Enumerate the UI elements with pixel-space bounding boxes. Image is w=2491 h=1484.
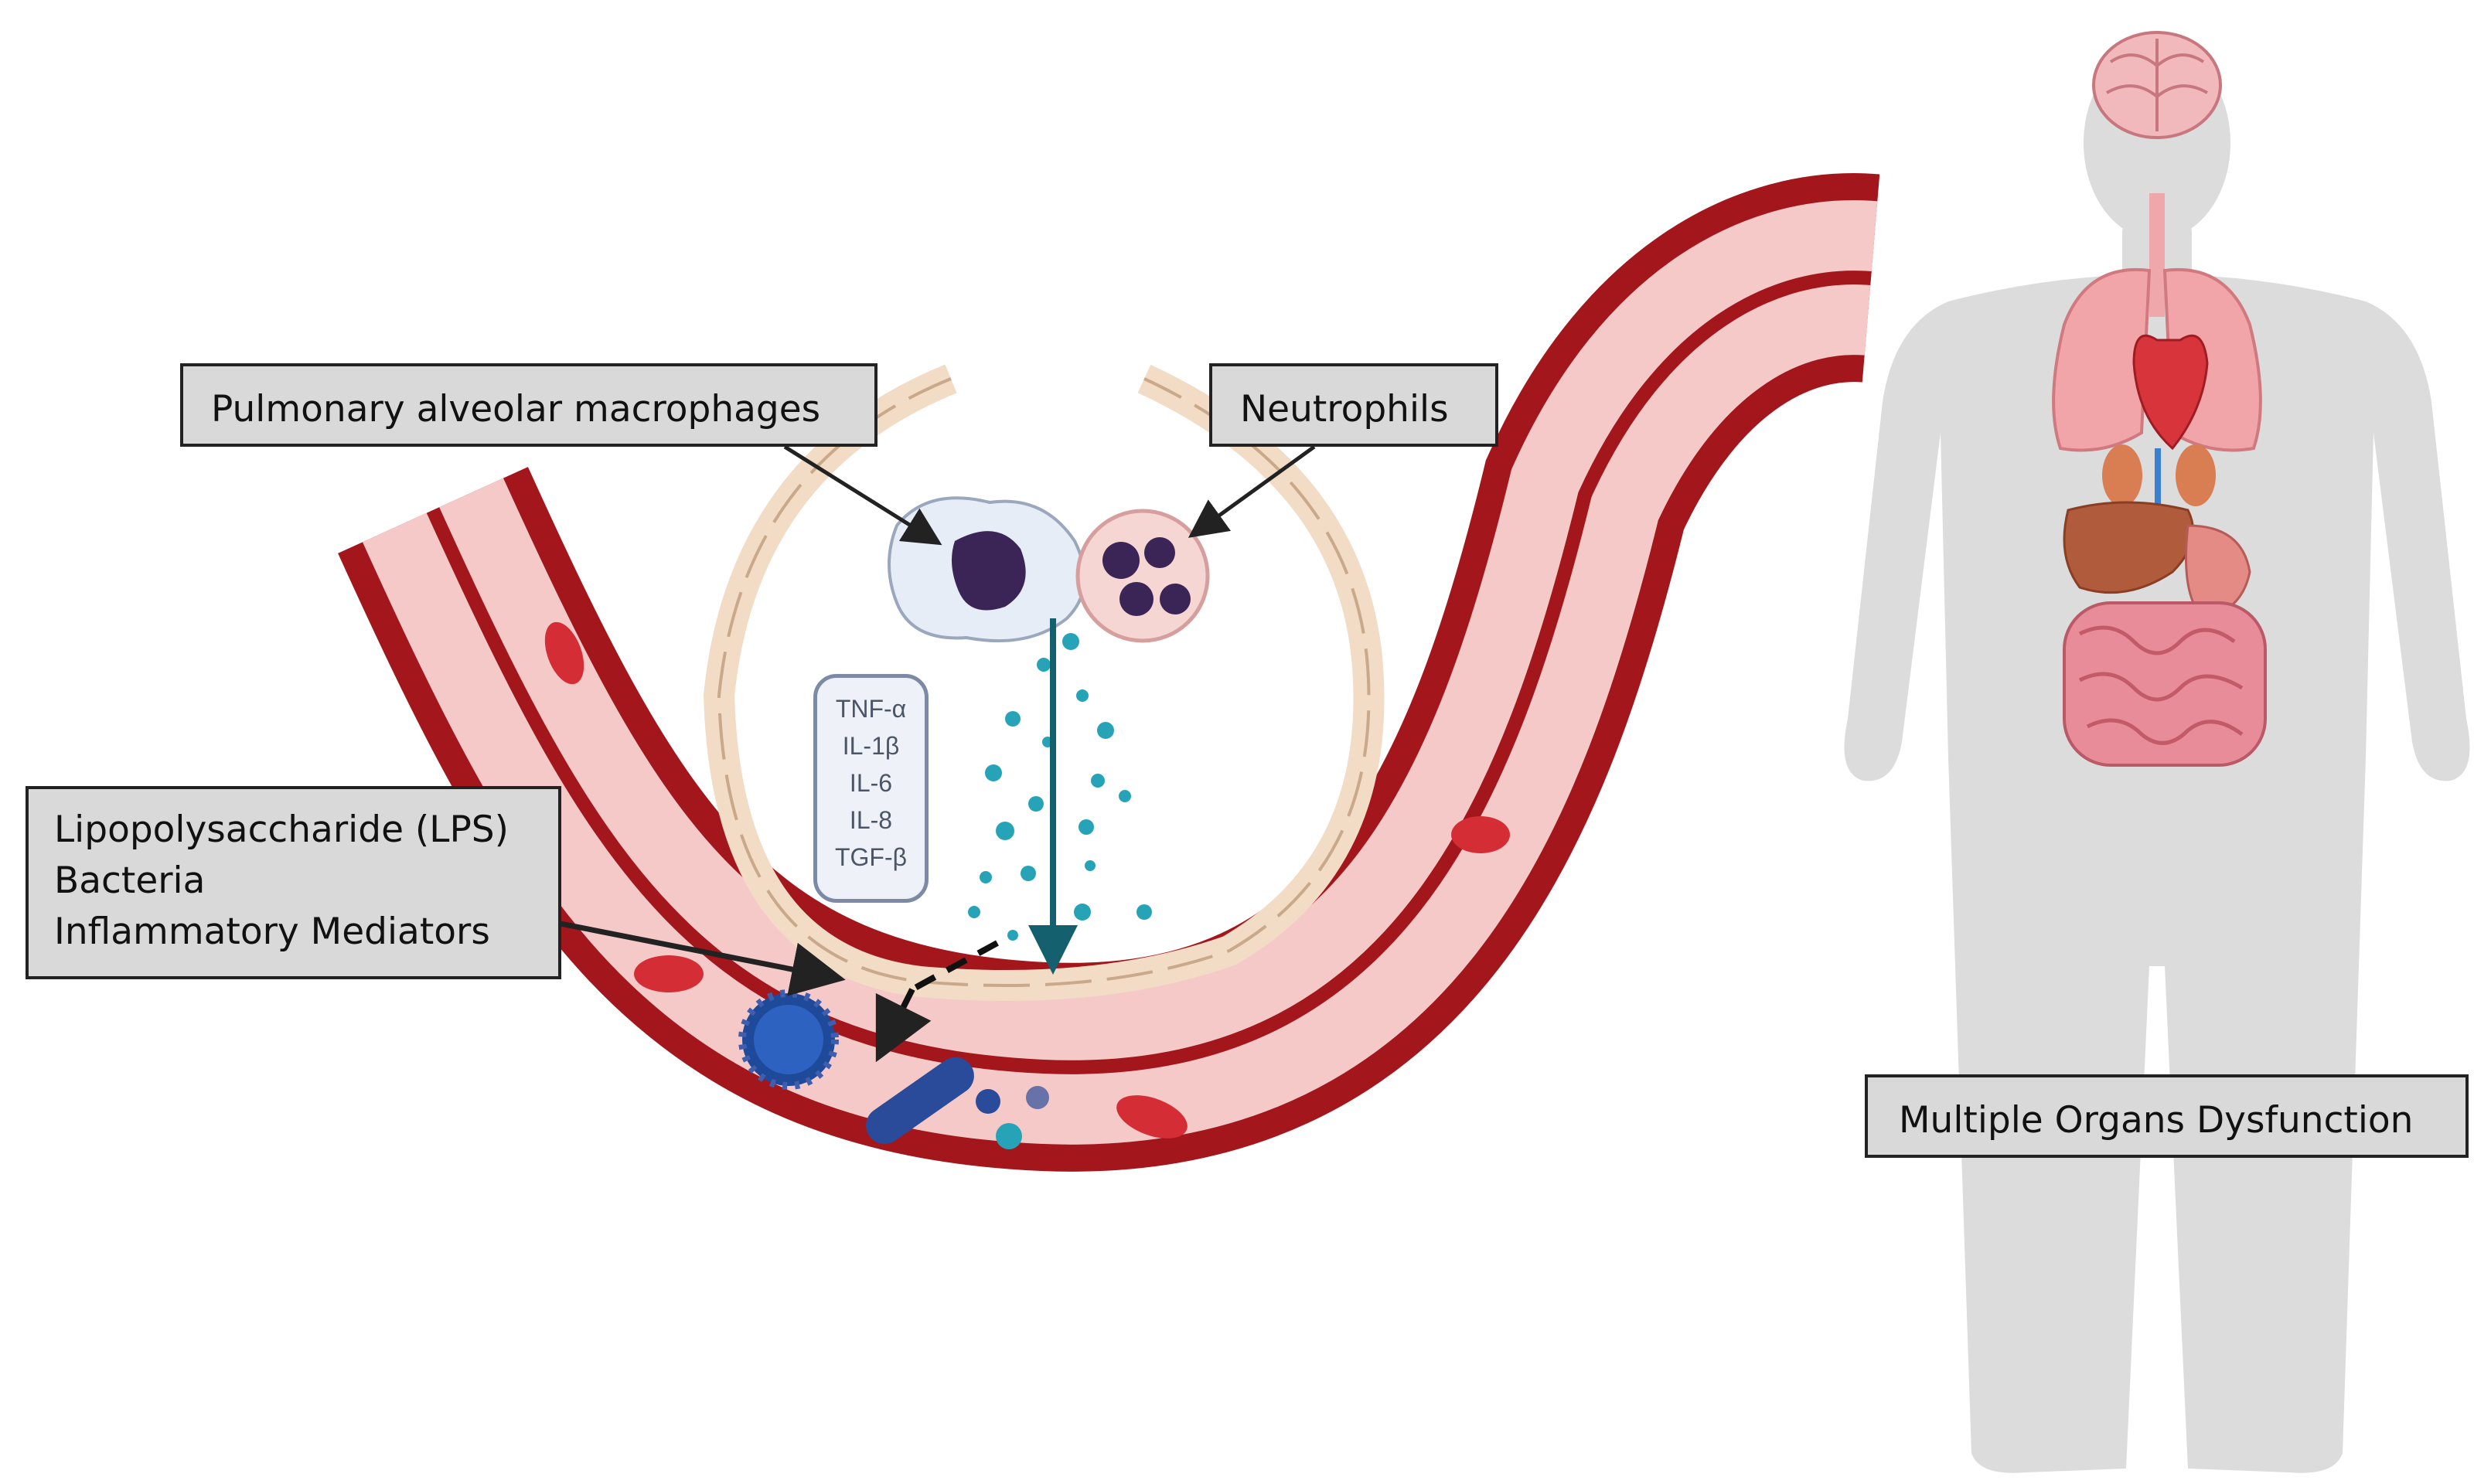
neutrophils-label: Neutrophils	[1209, 363, 1498, 447]
dashed-connector	[911, 940, 999, 992]
kidneys-icon	[2102, 444, 2216, 518]
intestines-icon	[2063, 601, 2267, 767]
liver-icon	[2063, 501, 2195, 594]
leak-arrow	[875, 988, 932, 1063]
organ-dysfunction-label: Multiple Organs Dysfunction	[1865, 1074, 2469, 1158]
cytokine-item: TGF-β	[834, 843, 908, 871]
cytokine-list: TNF-α IL-1β IL-6 IL-8 TGF-β	[813, 674, 929, 903]
cytokine-item: TNF-α	[835, 695, 907, 723]
red-blood-cells	[544, 621, 1510, 1139]
brain-icon	[2092, 31, 2222, 139]
pathogen-line-mediators: Inflammatory Mediators	[54, 910, 490, 953]
organ-dysfunction-label-text: Multiple Organs Dysfunction	[1899, 1099, 2414, 1142]
bacteria-icon	[866, 1057, 974, 1145]
heart-icon	[2132, 334, 2209, 451]
neutrophil-icon	[1075, 509, 1210, 643]
pathogen-line-bacteria: Bacteria	[54, 859, 206, 902]
trachea-icon	[2149, 193, 2165, 317]
cytokine-item: IL-1β	[842, 732, 900, 760]
pathogen-pointer	[560, 921, 846, 996]
virus-icon	[738, 989, 839, 1090]
pathogen-label: Lipopolysaccharide (LPS) Bacteria Inflam…	[26, 786, 561, 979]
neutrophils-label-text: Neutrophils	[1240, 388, 1449, 431]
neutrophil-pointer	[1188, 444, 1316, 538]
cytokine-item: IL-8	[849, 806, 893, 834]
blood-vessel	[338, 173, 1880, 1172]
pathogen-line-lps: Lipopolysaccharide (LPS)	[54, 808, 509, 851]
macrophages-label-text: Pulmonary alveolar macrophages	[211, 388, 821, 431]
alveolus	[703, 364, 1385, 1001]
macrophage-pointer	[783, 444, 942, 546]
macrophages-label: Pulmonary alveolar macrophages	[180, 363, 877, 447]
cytokine-item: IL-6	[849, 769, 893, 797]
cytokine-dots	[968, 633, 1152, 941]
mediator-particles	[976, 1086, 1049, 1149]
